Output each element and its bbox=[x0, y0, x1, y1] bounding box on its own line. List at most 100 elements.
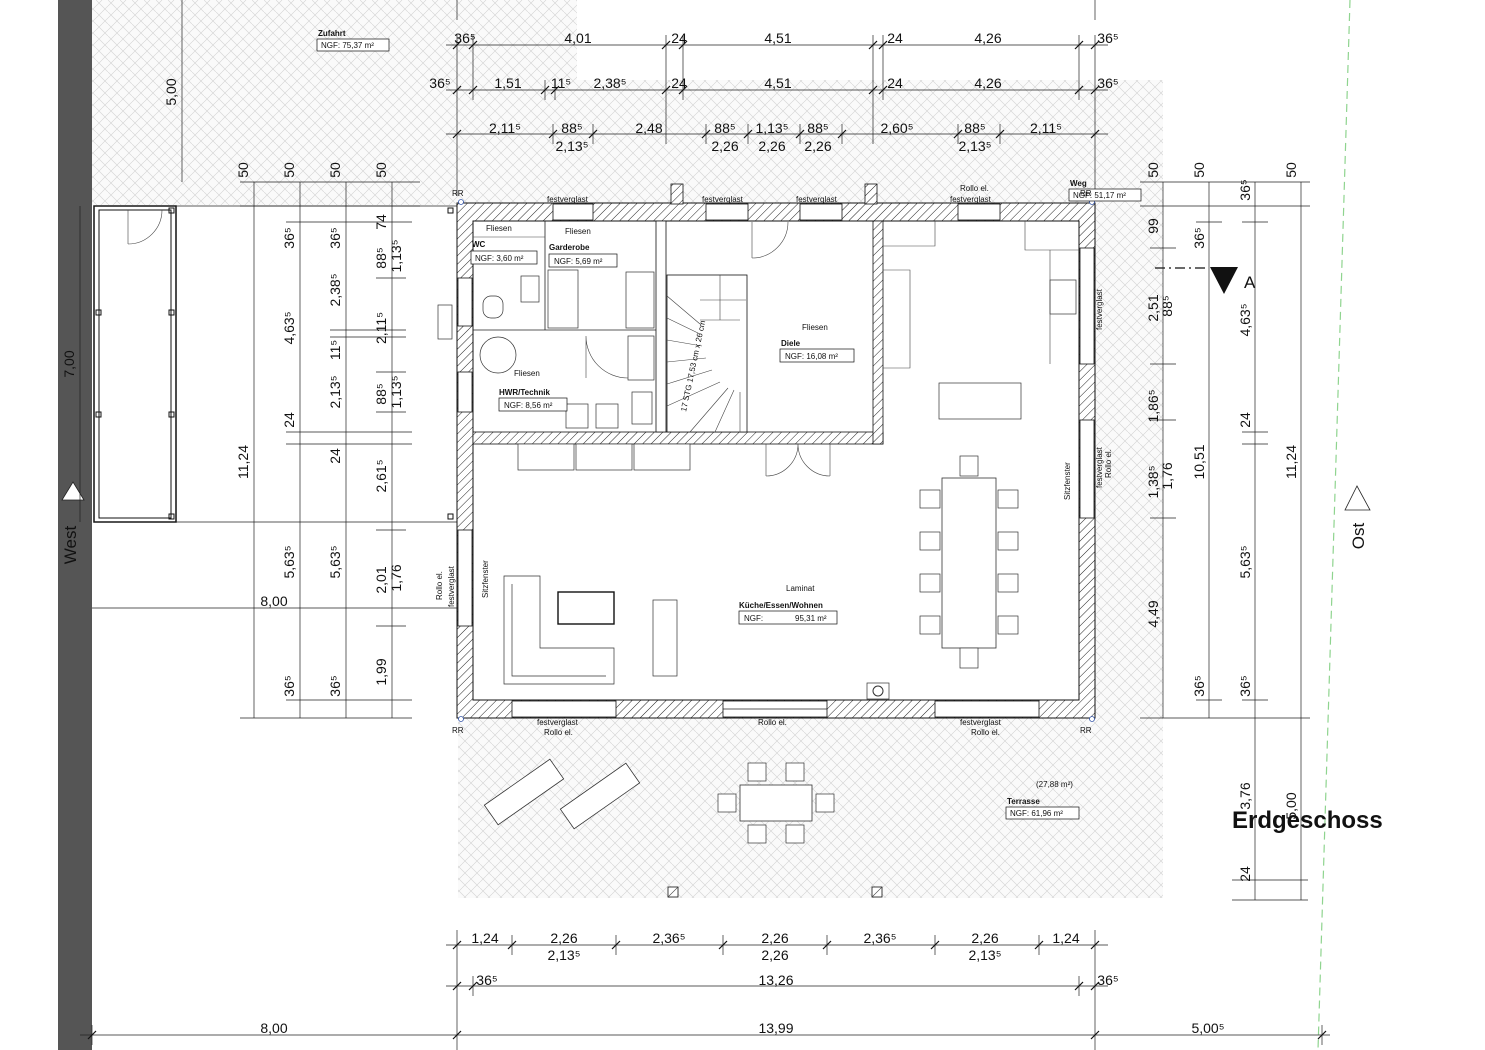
zufahrt-name: Zufahrt bbox=[318, 29, 346, 38]
dim-text: 2,38⁵ bbox=[327, 273, 343, 306]
washing-machine bbox=[565, 403, 589, 429]
dim-text: 11⁵ bbox=[327, 340, 343, 360]
dim-text: 2,36⁵ bbox=[863, 930, 896, 946]
west-boundary-wall bbox=[58, 0, 92, 1050]
floor-label: Fliesen bbox=[486, 224, 512, 233]
sideboard bbox=[517, 443, 575, 471]
tv-board bbox=[652, 599, 678, 677]
window-south bbox=[934, 700, 1040, 718]
dim-text: 8,00 bbox=[260, 593, 287, 609]
kueche-ngf-box bbox=[738, 610, 838, 625]
window-north bbox=[552, 203, 594, 221]
window-label: Sitzfenster bbox=[481, 560, 490, 598]
dim-text: 1,99 bbox=[373, 658, 389, 685]
dim-text: 88⁵ bbox=[373, 247, 389, 268]
dim-text: 4,51 bbox=[764, 75, 791, 91]
storage-tank bbox=[479, 336, 517, 374]
terrace-post-x bbox=[871, 886, 883, 898]
terrace-post-x bbox=[667, 886, 679, 898]
interior-wall bbox=[872, 220, 884, 445]
dim-text: 24 bbox=[671, 30, 687, 46]
terrace-chair bbox=[785, 762, 805, 782]
dim-text: 1,51 bbox=[494, 75, 521, 91]
dim-text: 2,48 bbox=[635, 120, 662, 136]
dim-text: 50 bbox=[1191, 162, 1207, 178]
dim-text: 36⁵ bbox=[281, 675, 297, 696]
dining-chair bbox=[919, 531, 941, 551]
hwr-name: HWR/Technik bbox=[499, 388, 551, 397]
dim-text: 36⁵ bbox=[281, 227, 297, 248]
east-label: Ost bbox=[1349, 523, 1368, 550]
dim-text: 24 bbox=[281, 412, 297, 428]
weg-ngf: NGF: 51,17 m² bbox=[1073, 191, 1126, 200]
dim-text: 4,49 bbox=[1145, 600, 1161, 627]
plan-title: Erdgeschoss bbox=[1232, 807, 1383, 834]
dim-text: 36⁵ bbox=[1191, 675, 1207, 696]
diele-ngf-box bbox=[779, 348, 855, 363]
window-west bbox=[457, 371, 473, 413]
dim-text: 1,76 bbox=[1159, 462, 1175, 489]
stove-icon bbox=[872, 685, 884, 697]
dryer bbox=[595, 403, 619, 429]
window-north bbox=[799, 203, 843, 221]
weg-name: Weg bbox=[1070, 179, 1087, 188]
dim-text: 88⁵ bbox=[561, 120, 582, 136]
sideboard bbox=[633, 443, 691, 471]
rr-label: RR bbox=[452, 189, 464, 198]
wardrobe bbox=[547, 269, 579, 329]
carport-inner bbox=[98, 209, 172, 519]
dim-text: 8,00 bbox=[260, 1020, 287, 1036]
carport-post bbox=[95, 411, 102, 418]
dim-text: 5,00⁵ bbox=[1191, 1020, 1224, 1036]
terrace-chair bbox=[747, 824, 767, 844]
dim-text: 2,13⁵ bbox=[958, 138, 991, 154]
hwr-ngf-box bbox=[498, 397, 568, 412]
dim-text: 4,63⁵ bbox=[281, 311, 297, 344]
rain-pipe bbox=[458, 716, 464, 722]
window-label: Rollo el. bbox=[971, 728, 1000, 737]
dim-text: 74 bbox=[373, 214, 389, 230]
dim-text: 2,26 bbox=[550, 930, 577, 946]
stove bbox=[866, 682, 890, 700]
dim-text: 36⁵ bbox=[1237, 675, 1253, 696]
window-west bbox=[457, 529, 473, 627]
dim-text: 36⁵ bbox=[429, 75, 450, 91]
terrasse-extra: (27,88 m²) bbox=[1036, 780, 1073, 789]
dim-text: 50 bbox=[281, 162, 297, 178]
radiator-west bbox=[437, 304, 453, 340]
dim-text: 11,24 bbox=[1283, 445, 1299, 479]
dim-text: 36⁵ bbox=[1097, 75, 1118, 91]
dim-text: 50 bbox=[235, 162, 251, 178]
interior-wall bbox=[655, 220, 667, 433]
terrasse-ngf: NGF: 61,96 m² bbox=[1010, 809, 1063, 818]
dim-text: 1,13⁵ bbox=[388, 239, 404, 272]
dim-text: 36⁵ bbox=[327, 675, 343, 696]
dim-text: 88⁵ bbox=[964, 120, 985, 136]
kitchen-island bbox=[938, 382, 1022, 420]
carport-post bbox=[168, 513, 175, 520]
dim-text: 2,13⁵ bbox=[547, 947, 580, 963]
dining-chair bbox=[997, 489, 1019, 509]
carport-door bbox=[127, 209, 163, 245]
dim-text: 50 bbox=[1145, 162, 1161, 178]
stair bbox=[666, 274, 748, 433]
dim-text: 2,26 bbox=[711, 138, 738, 154]
hwr-ngf: NGF: 8,56 m² bbox=[504, 401, 553, 410]
window-label: festverglast bbox=[537, 718, 579, 727]
dimension-ticks bbox=[87, 40, 1327, 1040]
dim-text: 11,24 bbox=[235, 445, 251, 479]
dim-text: 1,13⁵ bbox=[388, 375, 404, 408]
dim-text: 13,26 bbox=[758, 972, 793, 988]
window-north bbox=[957, 203, 1001, 221]
kitchen-sink bbox=[1049, 279, 1077, 315]
floor-label: Fliesen bbox=[802, 323, 828, 332]
dim-text: 24 bbox=[887, 75, 903, 91]
dim-text: 50 bbox=[327, 162, 343, 178]
window-label: festverglast bbox=[950, 195, 992, 204]
east-marker bbox=[1344, 485, 1371, 511]
rr-label: RR bbox=[1080, 726, 1092, 735]
carport-post bbox=[447, 207, 454, 214]
window-label: Rollo el. bbox=[960, 184, 989, 193]
dim-text: 2,26 bbox=[804, 138, 831, 154]
